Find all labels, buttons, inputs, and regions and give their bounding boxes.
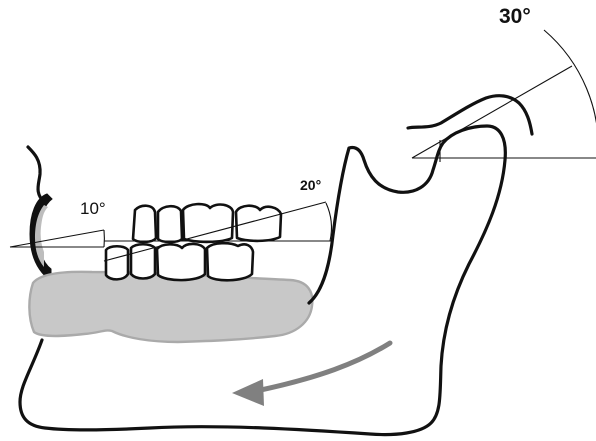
lower-tooth-3 — [157, 244, 205, 280]
curved-arrow-left-icon — [232, 343, 390, 406]
movement-arrow-shaft — [256, 343, 390, 391]
lower-lip-profile — [30, 194, 52, 281]
condylar-angle-label: 30° — [499, 5, 531, 28]
occlusal-angle-label: 20° — [300, 177, 321, 193]
incisal-angled-line — [10, 230, 104, 247]
upper-tooth-1 — [133, 206, 156, 242]
occlusal-splint — [29, 272, 312, 342]
lower-teeth — [106, 243, 253, 280]
condylar-angle-arc — [544, 30, 596, 160]
movement-arrow-head — [232, 379, 264, 406]
lower-tooth-1 — [106, 246, 128, 279]
condylar-angled-line — [412, 66, 572, 158]
upper-tooth-3 — [183, 204, 233, 242]
lower-tooth-2 — [131, 244, 155, 278]
upper-tooth-4 — [236, 206, 281, 241]
occlusal-angle-arc — [326, 203, 331, 241]
upper-tooth-2 — [158, 206, 182, 242]
incisal-angle: 10° — [10, 199, 106, 247]
upper-lip-profile — [28, 147, 45, 203]
lower-tooth-4 — [207, 243, 253, 280]
incisal-angle-label: 10° — [80, 199, 106, 218]
upper-teeth — [133, 204, 281, 242]
